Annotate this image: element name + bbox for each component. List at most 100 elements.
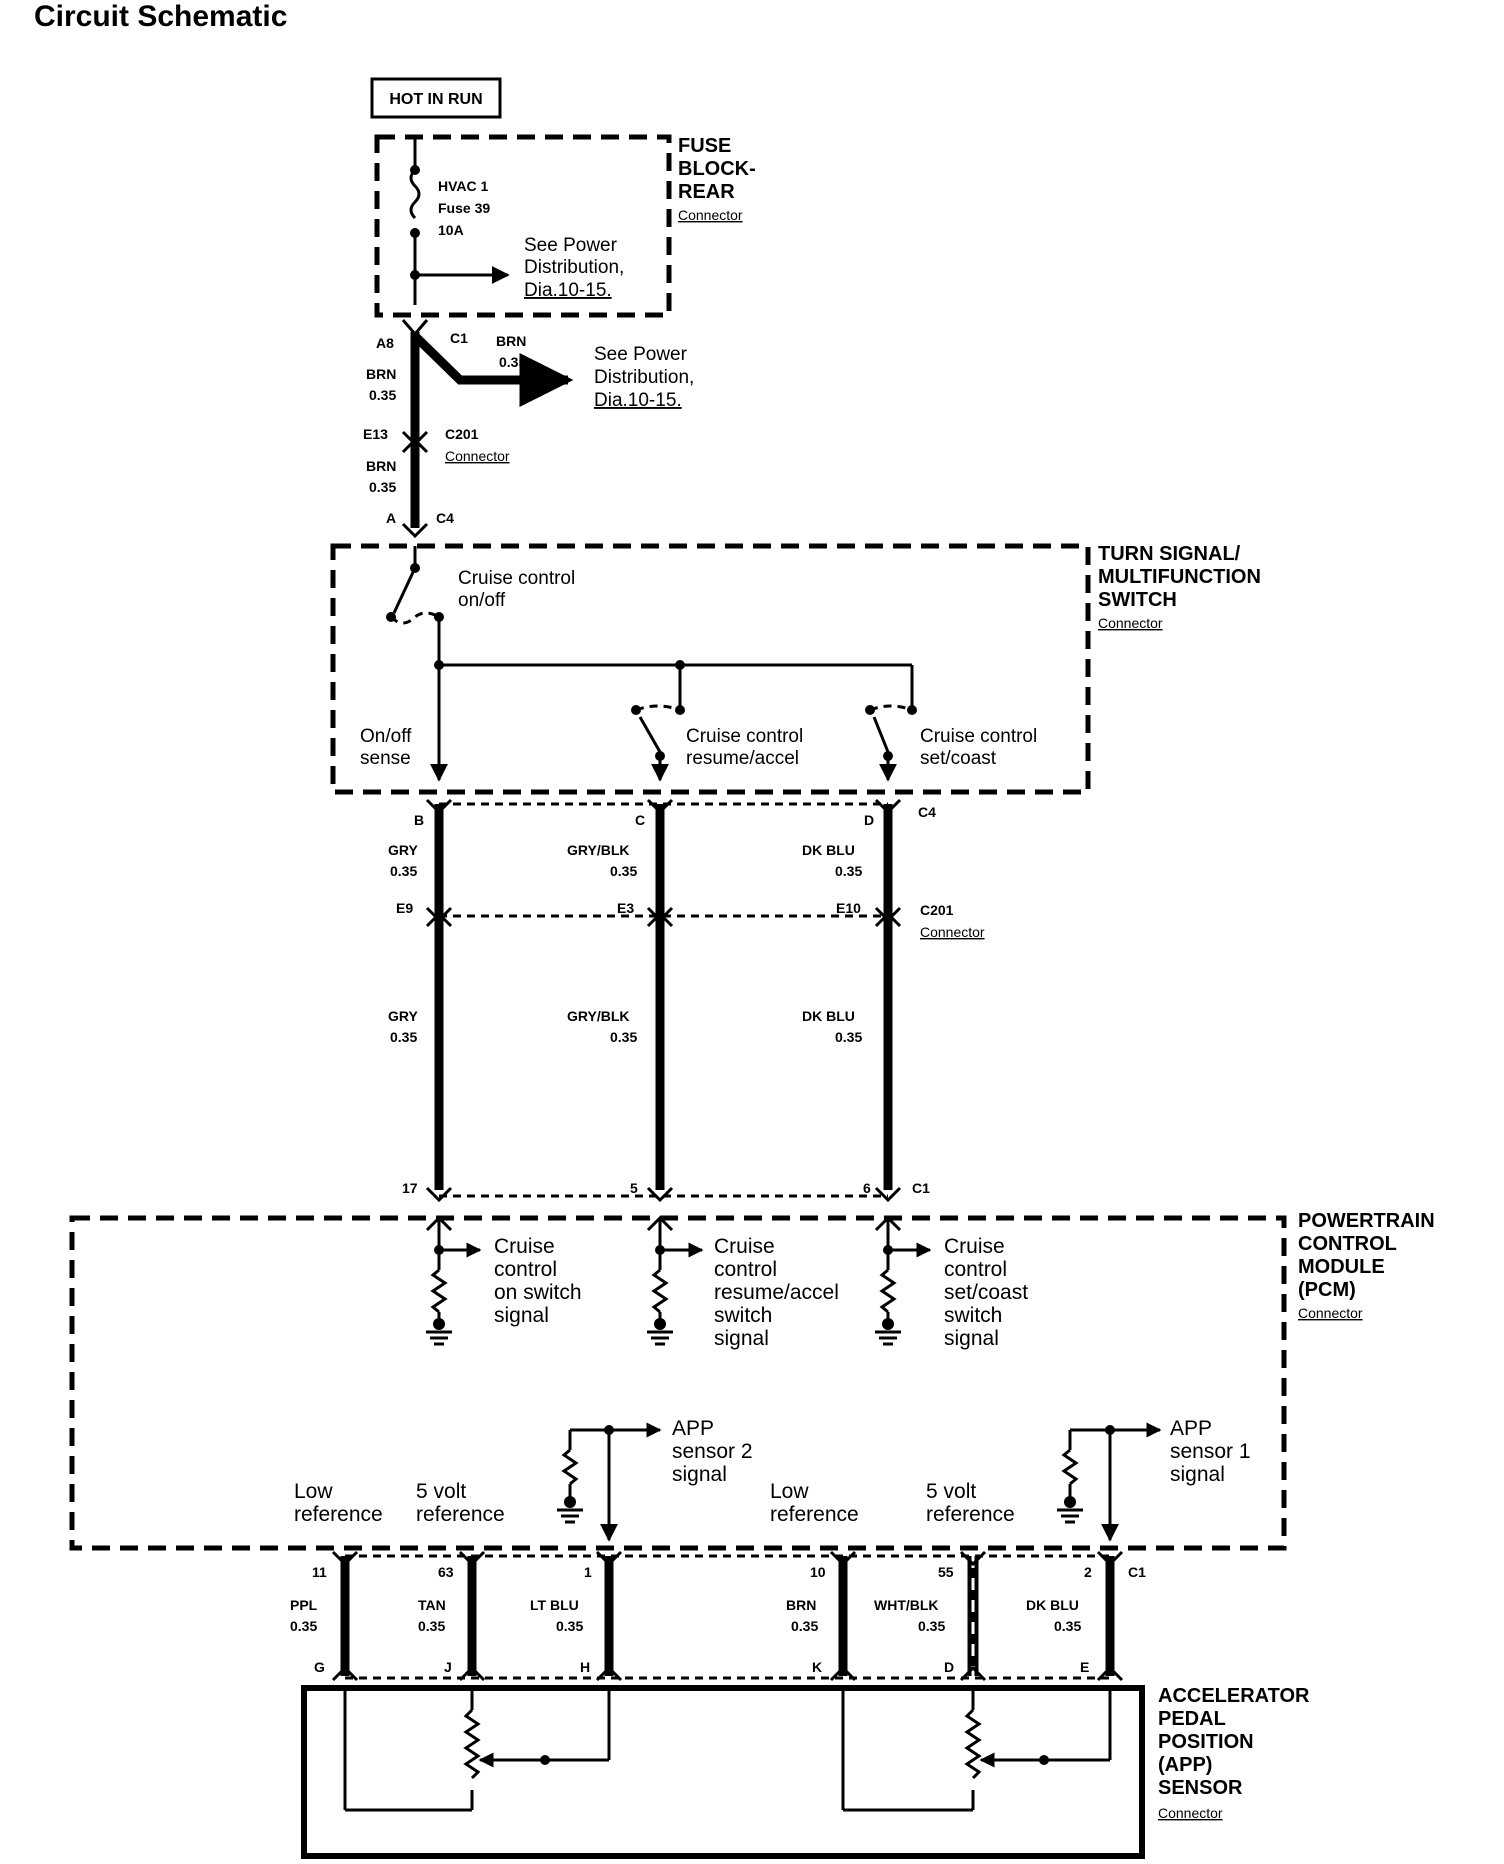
pcm-name-2: CONTROL	[1298, 1233, 1397, 1255]
pcm-signal2-3: resume/accel	[714, 1281, 839, 1304]
app1-label-2: sensor 1	[1170, 1440, 1251, 1463]
pin-11: 11	[312, 1564, 327, 1580]
wire-color-brn: BRN	[366, 366, 396, 382]
resume-switch-label-1: Cruise control	[686, 726, 803, 747]
pin-5: 5	[630, 1180, 638, 1196]
app-sensor-name-3: POSITION	[1158, 1731, 1254, 1753]
lower-wire-color: BRN	[366, 458, 396, 474]
lower-dkblu-color: DK BLU	[802, 1008, 855, 1024]
pin-55: 55	[938, 1564, 954, 1580]
fuse-block-name-1: FUSE	[678, 135, 731, 157]
pin-6: 6	[863, 1180, 871, 1196]
pin-a8: A8	[376, 335, 394, 351]
pcm-connector: Connector	[1298, 1305, 1363, 1321]
five-volt-ref-1-a: 5 volt	[416, 1480, 466, 1503]
pcm-signal2-5: signal	[714, 1327, 769, 1350]
pin-10: 10	[810, 1564, 826, 1580]
lower-wire-size: 0.35	[369, 479, 396, 495]
pin-k: K	[812, 1659, 822, 1675]
app2-label-2: sensor 2	[672, 1440, 753, 1463]
pcm-signal3-1: Cruise	[944, 1235, 1005, 1258]
wire-dkblu-bottom-color: DK BLU	[1026, 1597, 1079, 1613]
lower-gry-color: GRY	[388, 1008, 418, 1024]
pcm-name-3: MODULE	[1298, 1256, 1385, 1278]
pin-a: A	[386, 510, 396, 526]
branch-wire-size: 0.35	[499, 354, 526, 370]
wire-gry-color: GRY	[388, 842, 418, 858]
five-volt-ref-2-a: 5 volt	[926, 1480, 976, 1503]
app1-label-3: signal	[1170, 1463, 1225, 1486]
pcm-signal3-2: control	[944, 1258, 1007, 1281]
pin-c: C	[635, 812, 645, 828]
lower-dkblu-size: 0.35	[835, 1029, 862, 1045]
low-ref-1-b: reference	[294, 1503, 383, 1526]
connector-c201-sub: Connector	[445, 448, 510, 464]
connector-c1-bottom: C1	[1128, 1564, 1146, 1580]
pcm-signal3-5: signal	[944, 1327, 999, 1350]
app-sensor-name-4: (APP)	[1158, 1754, 1212, 1776]
low-ref-2-a: Low	[770, 1480, 809, 1503]
lower-gryblk-size: 0.35	[610, 1029, 637, 1045]
low-ref-2-b: reference	[770, 1503, 859, 1526]
splice-ref-1: See Power	[594, 344, 688, 365]
fuse-ref-2: Distribution,	[524, 257, 624, 278]
pin-j: J	[444, 1659, 452, 1675]
connector-c1-mid: C1	[912, 1180, 930, 1196]
pcm-input-circuits	[425, 1215, 932, 1346]
splice-ref-3: Dia.10-15.	[594, 390, 682, 411]
wire-ppl-size: 0.35	[290, 1618, 317, 1634]
wire-dkblu-size: 0.35	[835, 863, 862, 879]
onoff-switch-label-2: on/off	[458, 590, 506, 611]
pcm-signal3-4: switch	[944, 1304, 1002, 1327]
turn-signal-name-3: SWITCH	[1098, 589, 1177, 611]
fuse-rating: 10A	[438, 222, 464, 238]
turn-signal-switch: Cruise control on/off On/off sense Cruis…	[330, 543, 1261, 795]
five-volt-ref-1-b: reference	[416, 1503, 505, 1526]
pcm-app2-circuit	[557, 1422, 662, 1542]
pin-e10: E10	[836, 900, 861, 916]
connector-c201-lower-sub: Connector	[920, 924, 985, 940]
fuse-ref-1: See Power	[524, 235, 618, 256]
bottom-wires: 11 63 1 10 55 2 C1 PPL 0.35 TAN 0.35 LT …	[290, 1550, 1146, 1682]
wire-gry-size: 0.35	[390, 863, 417, 879]
wire-tan-color: TAN	[418, 1597, 446, 1613]
connector-c4-lower: C4	[918, 804, 936, 820]
pin-h: H	[580, 1659, 590, 1675]
pin-e: E	[1080, 1659, 1089, 1675]
pcm-signal2-1: Cruise	[714, 1235, 775, 1258]
wire-whtblk-size: 0.35	[918, 1618, 945, 1634]
wire-ltblu-color: LT BLU	[530, 1597, 579, 1613]
five-volt-ref-2-b: reference	[926, 1503, 1015, 1526]
resume-switch-label-2: resume/accel	[686, 748, 799, 769]
upper-wire-section: A8 C1 BRN 0.35 BRN 0.35 See Power Distri…	[363, 319, 694, 539]
wire-brn-color: BRN	[786, 1597, 816, 1613]
lower-gryblk-color: GRY/BLK	[567, 1008, 629, 1024]
pin-b: B	[414, 812, 424, 828]
fuse-block-name-3: REAR	[678, 181, 735, 203]
pcm-signal2-4: switch	[714, 1304, 772, 1327]
pin-e3: E3	[617, 900, 634, 916]
splice-ref-2: Distribution,	[594, 367, 694, 388]
set-switch-label-2: set/coast	[920, 748, 997, 769]
pcm-module: Cruise control on switch signal Cruise c…	[69, 1210, 1435, 1551]
connector-c1-label: C1	[450, 330, 468, 346]
fuse-block-name-2: BLOCK-	[678, 158, 756, 180]
pin-e9: E9	[396, 900, 413, 916]
pcm-signal1-1: Cruise	[494, 1235, 555, 1258]
fuse-ref-3: Dia.10-15.	[524, 280, 612, 301]
wire-dkblu-bottom-size: 0.35	[1054, 1618, 1081, 1634]
fuse-block-connector: Connector	[678, 207, 743, 223]
connector-c201-label: C201	[445, 426, 479, 442]
fuse-number: Fuse 39	[438, 200, 490, 216]
pcm-name-1: POWERTRAIN	[1298, 1210, 1435, 1232]
pcm-name-4: (PCM)	[1298, 1279, 1356, 1301]
wire-dkblu-color: DK BLU	[802, 842, 855, 858]
wire-gryblk-size: 0.35	[610, 863, 637, 879]
connector-c201-lower: C201	[920, 902, 954, 918]
turn-signal-name-2: MULTIFUNCTION	[1098, 566, 1261, 588]
app-sensor-name-1: ACCELERATOR	[1158, 1685, 1310, 1707]
pcm-signal1-4: signal	[494, 1304, 549, 1327]
lower-gry-size: 0.35	[390, 1029, 417, 1045]
fuse-symbol	[409, 168, 421, 220]
